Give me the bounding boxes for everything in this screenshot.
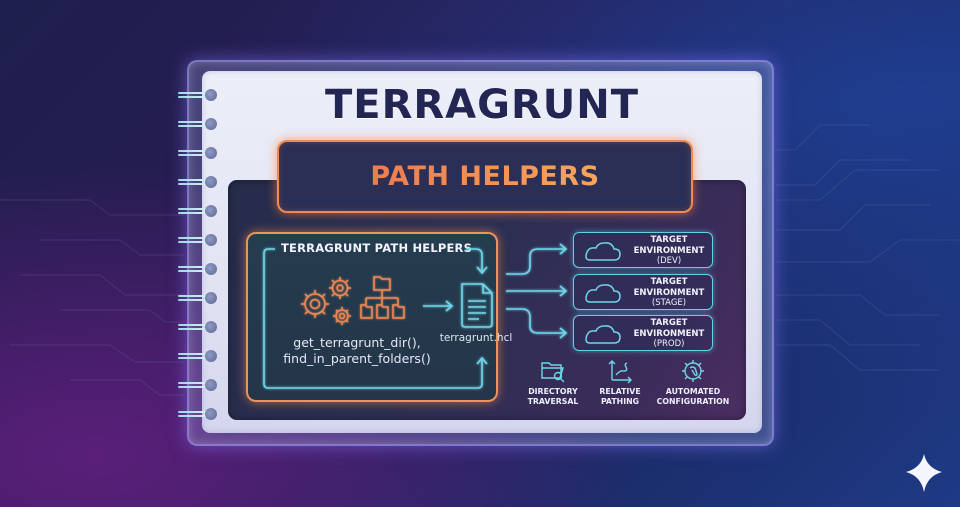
feature-automated-configuration: AUTOMATED CONFIGURATION [650,358,736,407]
spiral-ring [178,89,220,101]
spiral-ring [178,408,220,420]
env-name: (PROD) [653,339,685,349]
feature-label: RELATIVE PATHING [599,387,641,406]
spiral-ring [178,176,220,188]
feature-label: AUTOMATED CONFIGURATION [656,387,730,406]
gear-wrench-icon [682,360,704,382]
environment-dev: TARGET ENVIRONMENT (DEV) [573,232,713,268]
relative-path-icon [608,360,632,384]
path-helpers-box [246,232,498,402]
page-title: TERRAGRUNT [324,82,640,128]
spiral-ring [178,292,220,304]
banner-title: PATH HELPERS [370,161,600,192]
sparkle-icon [906,454,942,492]
env-title: TARGET [650,277,688,287]
env-name: (DEV) [656,256,682,266]
env-name: (STAGE) [651,298,687,308]
env-subtitle: ENVIRONMENT [633,287,705,298]
config-file-name: terragrunt.hcl [439,332,513,344]
cloud-icon [585,325,621,344]
spiral-ring [178,118,220,130]
function-get-terragrunt-dir: get_terragrunt_dir(), [293,335,421,350]
spiral-ring [178,205,220,217]
env-subtitle: ENVIRONMENT [633,328,705,339]
spiral-ring [178,321,220,333]
section-banner: PATH HELPERS [277,140,693,213]
env-subtitle: ENVIRONMENT [633,245,705,256]
cloud-icon [585,284,621,303]
path-helpers-label: TERRAGRUNT PATH HELPERS [281,241,473,255]
cloud-icon [585,242,621,261]
folder-search-icon [541,362,565,383]
feature-directory-traversal: DIRECTORY TRAVERSAL [520,358,586,407]
spiral-ring [178,234,220,246]
spiral-ring [178,263,220,275]
spiral-ring [178,147,220,159]
env-title: TARGET [650,318,688,328]
helper-functions: get_terragrunt_dir(), find_in_parent_fol… [262,335,452,367]
spiral-ring [178,350,220,362]
feature-relative-pathing: RELATIVE PATHING [592,358,648,407]
feature-label: DIRECTORY TRAVERSAL [527,387,579,406]
env-title: TARGET [650,235,688,245]
function-find-in-parent-folders: find_in_parent_folders() [283,351,431,366]
spiral-ring [178,379,220,391]
environment-stage: TARGET ENVIRONMENT (STAGE) [573,274,713,310]
environment-prod: TARGET ENVIRONMENT (PROD) [573,315,713,351]
